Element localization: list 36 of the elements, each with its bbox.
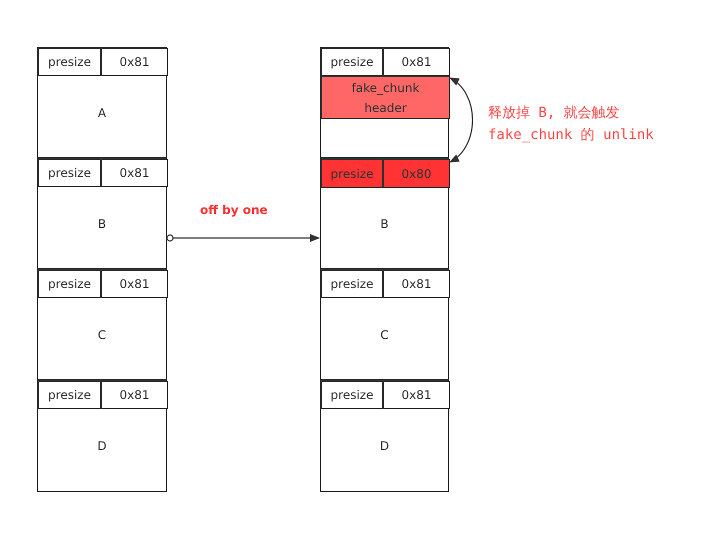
memory-chunk <box>37 380 167 492</box>
edge-label: off by one <box>200 203 268 217</box>
arrow <box>449 77 474 163</box>
field-cell: presize <box>38 270 101 298</box>
arrow <box>166 234 320 242</box>
chunk-name: D <box>96 439 108 453</box>
memory-chunk <box>37 158 167 269</box>
memory-chunk <box>320 269 449 380</box>
field-cell: 0x80 <box>383 159 450 188</box>
chunk-name: B <box>96 217 108 231</box>
field-cell: 0x81 <box>383 381 450 409</box>
chunk-name: A <box>96 106 108 120</box>
field-cell: presize <box>38 381 101 409</box>
chunk-name: C <box>96 328 108 342</box>
memory-chunk <box>320 47 449 158</box>
field-cell: 0x81 <box>101 48 168 76</box>
field-cell: fake_chunk header <box>321 76 450 119</box>
chunk-name: B <box>379 217 390 231</box>
field-cell: presize <box>38 48 101 76</box>
field-cell: 0x81 <box>383 270 450 298</box>
chunk-name: D <box>378 439 390 453</box>
field-cell: 0x81 <box>383 48 450 76</box>
field-cell: 0x81 <box>101 381 168 409</box>
field-cell: 0x81 <box>101 159 168 187</box>
memory-chunk <box>320 380 449 492</box>
memory-chunk <box>37 47 167 158</box>
memory-chunk <box>37 269 167 380</box>
field-cell: presize <box>321 381 383 409</box>
field-cell: 0x81 <box>101 270 168 298</box>
field-cell: presize <box>321 159 383 188</box>
chunk-name: C <box>379 328 390 342</box>
memory-chunk <box>320 158 449 269</box>
field-cell: presize <box>321 270 383 298</box>
edge-label: 释放掉 B, 就会触发 fake_chunk 的 unlink <box>488 104 655 145</box>
field-cell: presize <box>38 159 101 187</box>
field-cell: presize <box>321 48 383 76</box>
